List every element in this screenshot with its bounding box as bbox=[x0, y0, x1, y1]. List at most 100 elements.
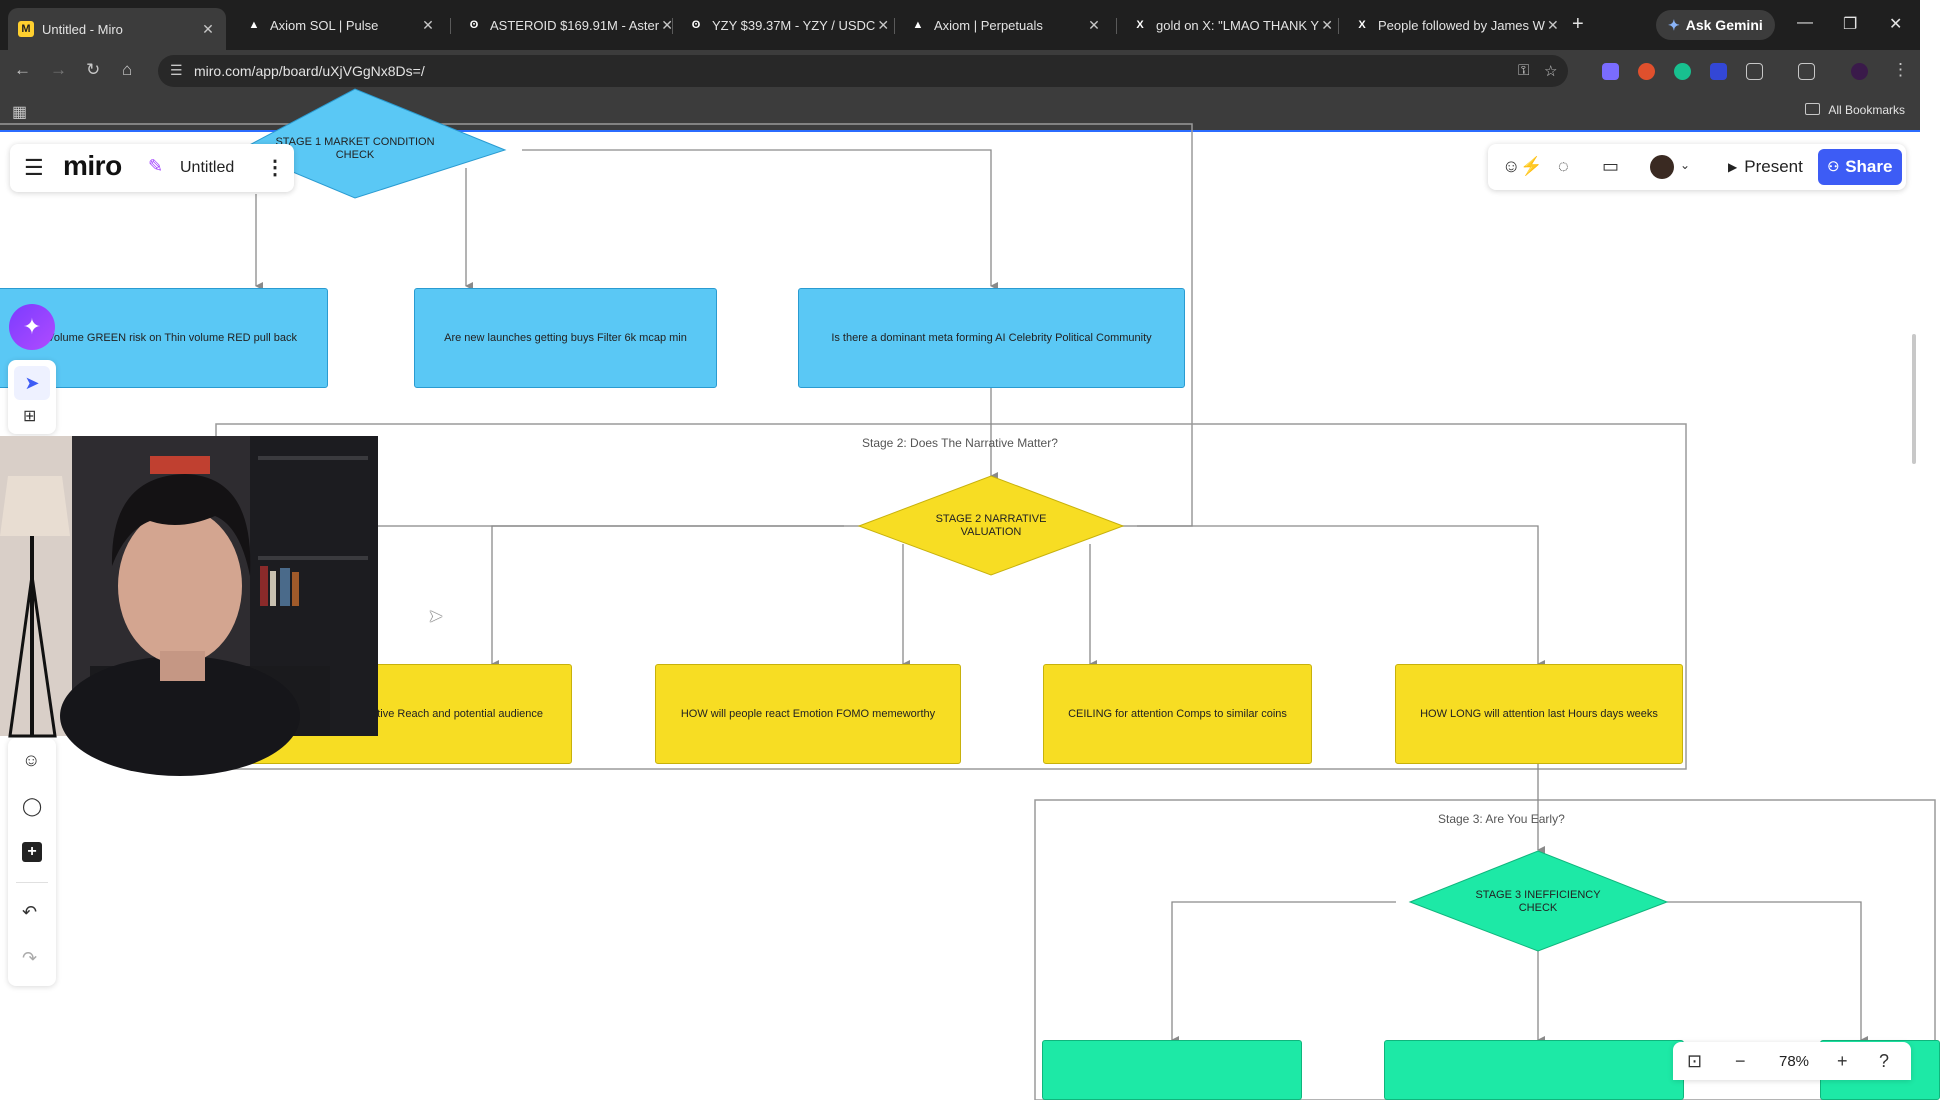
more-tools-plus-icon[interactable]: + bbox=[22, 842, 42, 862]
all-bookmarks-label: All Bookmarks bbox=[1828, 103, 1905, 117]
side-panel-icon[interactable] bbox=[1798, 63, 1815, 80]
emoji-reaction-icon[interactable]: ☺ bbox=[22, 750, 41, 770]
new-tab-button[interactable]: + bbox=[1572, 13, 1584, 35]
close-icon[interactable]: ✕ bbox=[1088, 16, 1100, 33]
back-icon[interactable]: ← bbox=[14, 60, 31, 79]
forward-icon[interactable]: → bbox=[50, 60, 67, 79]
tab-title: Axiom | Perpetuals bbox=[934, 17, 1043, 33]
tab-yzy[interactable]: ʘ YZY $39.37M - YZY / USDC ✕ bbox=[678, 8, 890, 42]
miro-logo[interactable]: miro bbox=[63, 150, 122, 181]
tab-x-gold[interactable]: X gold on X: "LMAO THANK Y ✕ bbox=[1122, 8, 1334, 42]
stage3-decision-shape bbox=[1408, 850, 1669, 952]
redo-icon[interactable]: ↷ bbox=[22, 948, 38, 968]
mouse-cursor-icon: ➤ bbox=[428, 606, 444, 626]
zoom-in-icon[interactable]: + bbox=[1837, 1051, 1848, 1071]
restore-icon[interactable]: ❐ bbox=[1843, 16, 1858, 33]
webcam-overlay bbox=[0, 436, 378, 776]
tab-miro[interactable]: M Untitled - Miro ✕ bbox=[8, 8, 226, 50]
tab-title: People followed by James W bbox=[1378, 17, 1545, 33]
tab-title: Axiom SOL | Pulse bbox=[270, 17, 379, 33]
bookmark-star-icon[interactable]: ☆ bbox=[1544, 63, 1558, 80]
toolbar-divider bbox=[16, 882, 48, 883]
minimize-icon[interactable]: — bbox=[1797, 14, 1813, 31]
home-icon[interactable]: ⌂ bbox=[122, 60, 133, 79]
tab-divider bbox=[450, 18, 451, 34]
axiom-icon: ▲ bbox=[912, 19, 924, 31]
stage3-frame-title: Stage 3: Are You Early? bbox=[1438, 812, 1565, 826]
chevron-down-icon[interactable]: ⌄ bbox=[1680, 158, 1691, 172]
fit-to-screen-icon[interactable]: ⊡ bbox=[1687, 1051, 1703, 1071]
close-icon[interactable]: ✕ bbox=[661, 16, 673, 33]
board-name[interactable]: Untitled bbox=[180, 159, 235, 176]
extensions-puzzle-icon[interactable] bbox=[1746, 63, 1763, 80]
stage1-decision-label[interactable]: STAGE 1 MARKET CONDITION CHECK bbox=[275, 136, 435, 161]
miro-favicon-icon: M bbox=[18, 21, 34, 37]
close-icon[interactable]: ✕ bbox=[877, 16, 890, 33]
tab-x-people[interactable]: X People followed by James W ✕ bbox=[1344, 8, 1558, 42]
tab-divider bbox=[1116, 18, 1117, 34]
stage2-box-duration[interactable]: HOW LONG will attention last Hours days … bbox=[1395, 664, 1683, 764]
stage3-box-left[interactable] bbox=[1042, 1040, 1302, 1100]
select-cursor-icon[interactable]: ➤ bbox=[14, 366, 50, 400]
stage1-box-launches[interactable]: Are new launches getting buys Filter 6k … bbox=[414, 288, 717, 388]
board-options-icon[interactable]: ⋮ bbox=[265, 157, 285, 179]
extension-icon[interactable] bbox=[1674, 63, 1691, 80]
zoom-out-icon[interactable]: − bbox=[1735, 1051, 1746, 1071]
tab-divider bbox=[894, 18, 895, 34]
close-icon[interactable]: ✕ bbox=[1547, 16, 1559, 33]
hamburger-menu-icon[interactable]: ☰ bbox=[24, 155, 44, 180]
present-button[interactable]: ▶ Present bbox=[1718, 150, 1813, 184]
password-key-icon[interactable]: ⚿ bbox=[1518, 62, 1530, 79]
tab-divider bbox=[672, 18, 673, 34]
stage2-decision-label[interactable]: STAGE 2 NARRATIVE VALUATION bbox=[935, 513, 1047, 538]
address-bar[interactable]: ☰ miro.com/app/board/uXjVGgNx8Ds=/ ⚿ ☆ bbox=[158, 55, 1568, 87]
reload-icon[interactable]: ↻ bbox=[86, 60, 101, 79]
stage1-box-meta[interactable]: Is there a dominant meta forming AI Cele… bbox=[798, 288, 1185, 388]
share-button[interactable]: ⚇ Share bbox=[1818, 149, 1902, 185]
all-bookmarks-button[interactable]: All Bookmarks bbox=[1805, 103, 1905, 117]
user-avatar[interactable] bbox=[1650, 155, 1674, 179]
tab-asteroid[interactable]: ʘ ASTEROID $169.91M - Aster ✕ bbox=[456, 8, 673, 42]
extension-icon[interactable] bbox=[1710, 63, 1727, 80]
undo-icon[interactable]: ↶ bbox=[22, 902, 38, 922]
stage3-box-middle[interactable] bbox=[1384, 1040, 1684, 1100]
tab-axiom-perps[interactable]: ▲ Axiom | Perpetuals ✕ bbox=[900, 8, 1112, 42]
video-call-icon[interactable]: ▭ bbox=[1602, 156, 1620, 176]
tab-title: gold on X: "LMAO THANK Y bbox=[1156, 17, 1320, 33]
window-close-icon[interactable]: ✕ bbox=[1889, 16, 1903, 33]
miro-board-header: ☰ miro ✎ Untitled ⋮ bbox=[10, 144, 294, 192]
stage2-frame-title: Stage 2: Does The Narrative Matter? bbox=[862, 436, 1058, 450]
browser-tab-strip: M Untitled - Miro ✕ ▲ Axiom SOL | Pulse … bbox=[0, 0, 1920, 50]
party-popper-icon[interactable]: ✎ bbox=[148, 156, 164, 176]
close-icon[interactable]: ✕ bbox=[422, 16, 434, 33]
extension-icon[interactable] bbox=[1602, 63, 1619, 80]
close-icon[interactable]: ✕ bbox=[1321, 16, 1333, 33]
url-text[interactable]: miro.com/app/board/uXjVGgNx8Ds=/ bbox=[194, 63, 425, 79]
left-toolbar-top: ➤ ⊞ bbox=[8, 360, 56, 434]
profile-avatar[interactable] bbox=[1851, 63, 1868, 80]
reactions-icon[interactable]: ☺⚡ bbox=[1502, 156, 1543, 176]
ai-sparkle-button[interactable]: ✦ bbox=[9, 304, 55, 350]
stage2-box-ceiling[interactable]: CEILING for attention Comps to similar c… bbox=[1043, 664, 1312, 764]
ask-gemini-button[interactable]: ✦ Ask Gemini bbox=[1656, 10, 1775, 40]
site-info-icon[interactable]: ☰ bbox=[170, 62, 183, 78]
zoom-level[interactable]: 78% bbox=[1779, 1053, 1810, 1070]
axiom-icon: ▲ bbox=[248, 19, 260, 31]
help-icon[interactable]: ? bbox=[1879, 1051, 1890, 1071]
browser-menu-icon[interactable]: ⋮ bbox=[1892, 60, 1909, 79]
templates-icon[interactable]: ⊞ bbox=[23, 408, 37, 425]
extension-icon[interactable] bbox=[1638, 63, 1655, 80]
vertical-scrollbar[interactable] bbox=[1912, 334, 1916, 464]
tab-divider bbox=[1338, 18, 1339, 34]
stage1-decision-shape bbox=[238, 88, 507, 199]
apps-grid-icon[interactable]: ▦ bbox=[12, 104, 28, 121]
tab-axiom-pulse[interactable]: ▲ Axiom SOL | Pulse ✕ bbox=[236, 8, 446, 42]
comments-icon[interactable]: ◌ bbox=[1558, 156, 1569, 176]
tab-title: Untitled - Miro bbox=[42, 21, 123, 37]
share-label: Share bbox=[1845, 157, 1893, 176]
close-icon[interactable]: ✕ bbox=[202, 20, 214, 37]
stage3-decision-label[interactable]: STAGE 3 INEFFICIENCY CHECK bbox=[1475, 889, 1601, 914]
miro-collab-toolbar: ☺⚡ ◌ ▭ ⌄ ▶ Present ⚇ Share bbox=[1488, 144, 1906, 190]
stage2-box-reaction[interactable]: HOW will people react Emotion FOMO memew… bbox=[655, 664, 961, 764]
comment-icon[interactable]: ◯ bbox=[22, 796, 43, 816]
